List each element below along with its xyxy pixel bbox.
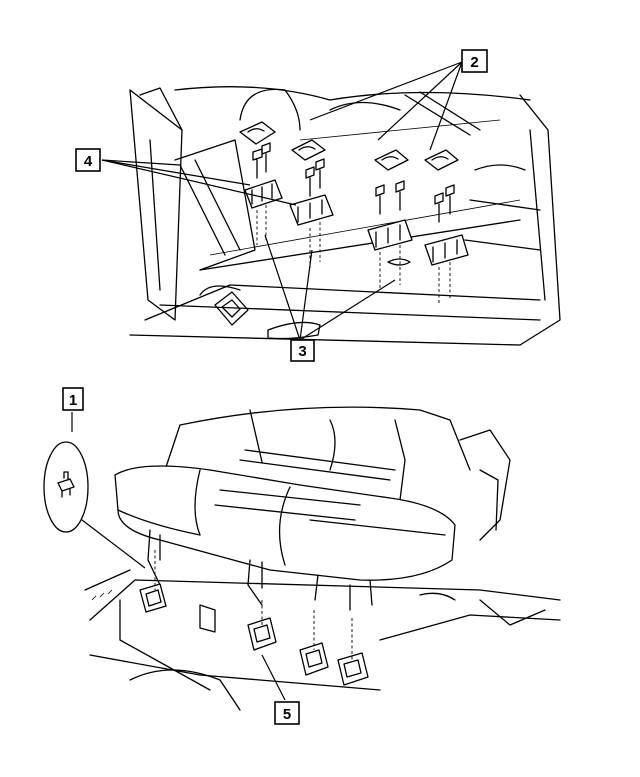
floor-bracket-view [129, 86, 561, 346]
callout-5-label: 5 [283, 706, 291, 723]
callout-3-label: 3 [298, 343, 306, 360]
callout-4-label: 4 [84, 153, 93, 170]
callout-4: 4 [75, 148, 101, 172]
bench-seat-view [84, 406, 561, 711]
callout-5: 5 [274, 701, 300, 725]
bolt-group [252, 142, 455, 223]
callout-2-label: 2 [470, 54, 478, 71]
callout-3: 3 [290, 339, 315, 362]
detail-inset [43, 441, 89, 533]
callout-1-label: 1 [69, 392, 77, 409]
callout-1: 1 [62, 387, 84, 411]
callout-2: 2 [461, 49, 488, 73]
leader-lines [71, 61, 463, 701]
